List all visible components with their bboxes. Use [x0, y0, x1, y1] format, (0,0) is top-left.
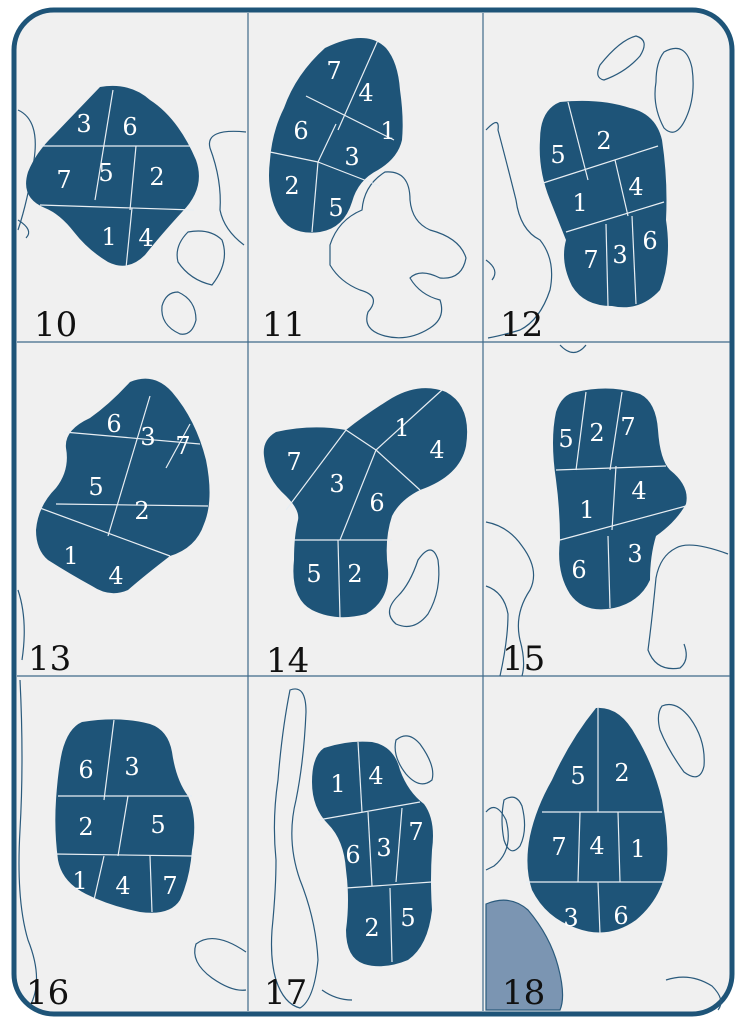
region-number: 1	[572, 189, 587, 217]
region-number: 6	[571, 556, 586, 584]
region-number: 2	[347, 560, 362, 588]
region-number: 5	[328, 194, 343, 222]
region-number: 3	[124, 753, 139, 781]
region-number: 4	[589, 832, 604, 860]
region-number: 1	[72, 867, 87, 895]
region-number: 4	[631, 477, 646, 505]
region-number: 2	[614, 759, 629, 787]
region-number: 7	[620, 413, 635, 441]
region-number: 6	[613, 902, 628, 930]
region-number: 1	[579, 496, 594, 524]
region-number: 1	[101, 223, 116, 251]
region-number: 5	[558, 425, 573, 453]
region-number: 3	[76, 110, 91, 138]
region-number: 2	[589, 419, 604, 447]
region-number: 1	[380, 117, 395, 145]
region-number: 2	[78, 813, 93, 841]
region-number: 5	[570, 762, 585, 790]
region-number: 3	[612, 241, 627, 269]
cell-number: 17	[264, 973, 307, 1013]
cell-number: 16	[26, 973, 69, 1013]
region-number: 2	[149, 163, 164, 191]
region-number: 6	[369, 489, 384, 517]
cell-number: 14	[266, 641, 309, 681]
region-number: 5	[150, 811, 165, 839]
region-number: 4	[358, 79, 373, 107]
cell-number: 15	[502, 639, 545, 679]
cell-number: 13	[28, 639, 71, 679]
cell-number: 10	[34, 305, 77, 345]
region-number: 6	[106, 410, 121, 438]
region-number: 6	[345, 841, 360, 869]
region-number: 6	[293, 117, 308, 145]
region-number: 6	[78, 756, 93, 784]
region-number: 4	[429, 436, 444, 464]
region-number: 7	[286, 448, 301, 476]
region-number: 3	[140, 423, 155, 451]
region-number: 6	[122, 113, 137, 141]
region-number: 4	[368, 762, 383, 790]
region-number: 2	[596, 127, 611, 155]
region-number: 2	[134, 497, 149, 525]
region-number: 6	[642, 227, 657, 255]
region-number: 3	[344, 143, 359, 171]
region-number: 1	[330, 770, 345, 798]
region-number: 3	[563, 904, 578, 932]
cell-number: 18	[502, 973, 545, 1013]
region-number: 1	[63, 542, 78, 570]
region-number: 5	[98, 159, 113, 187]
region-number: 3	[329, 470, 344, 498]
region-number: 3	[627, 540, 642, 568]
cell-number: 12	[500, 305, 543, 345]
region-number: 2	[364, 914, 379, 942]
region-number: 2	[284, 172, 299, 200]
region-number: 4	[115, 872, 130, 900]
region-number: 7	[583, 246, 598, 274]
region-number: 5	[306, 560, 321, 588]
region-number: 3	[376, 834, 391, 862]
region-number: 1	[394, 414, 409, 442]
region-number: 7	[551, 833, 566, 861]
region-number: 7	[175, 432, 190, 460]
region-number: 7	[56, 166, 71, 194]
region-number: 1	[630, 835, 645, 863]
cell-number: 11	[262, 305, 305, 345]
region-number: 7	[326, 57, 341, 85]
region-number: 5	[400, 904, 415, 932]
region-number: 4	[628, 173, 643, 201]
region-number: 4	[138, 224, 153, 252]
region-number: 7	[162, 872, 177, 900]
region-number: 5	[550, 141, 565, 169]
region-number: 7	[408, 818, 423, 846]
region-number: 5	[88, 473, 103, 501]
region-number: 4	[108, 562, 123, 590]
